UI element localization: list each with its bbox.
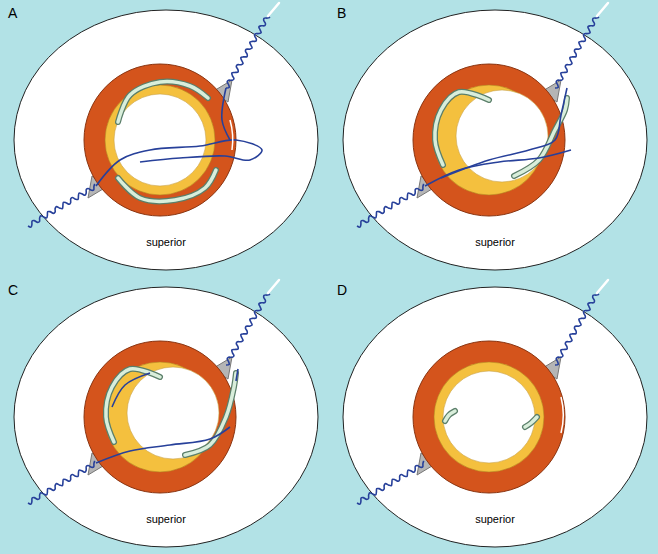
panel-letter: B [337, 6, 346, 21]
eye-panel [343, 280, 647, 547]
eye-panel [343, 3, 647, 270]
orientation-label: superior [146, 513, 186, 525]
eye-panel [14, 3, 318, 270]
orientation-label: superior [146, 236, 186, 248]
orientation-label: superior [475, 236, 515, 248]
eye-panel [14, 280, 318, 547]
panel-letter: A [8, 6, 17, 21]
panel-letter: C [8, 283, 18, 298]
orientation-label: superior [475, 513, 515, 525]
panel-letter: D [337, 283, 347, 298]
